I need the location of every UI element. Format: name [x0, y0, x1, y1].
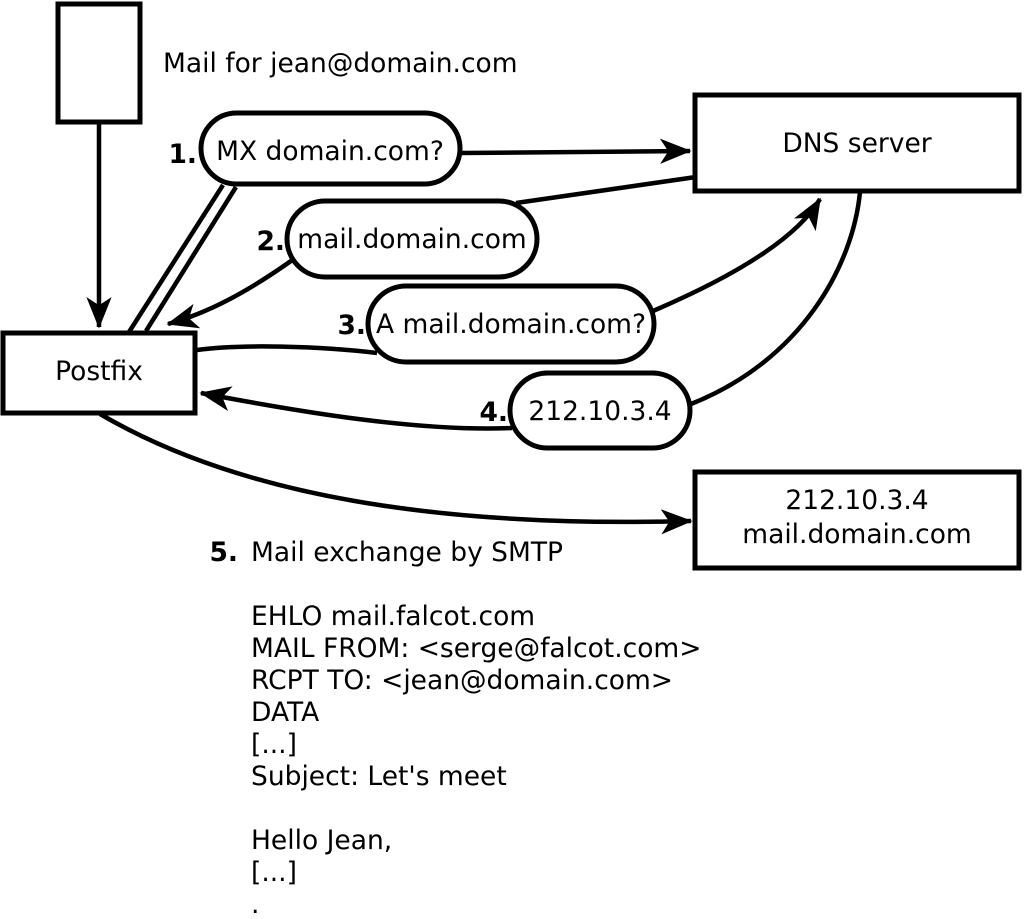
- smtp-session-line: .: [251, 889, 259, 919]
- step2-bubble: [284, 198, 540, 280]
- step4-label: 212.10.3.4: [528, 396, 671, 427]
- smtp-session-line: Hello Jean,: [251, 825, 392, 856]
- step2-label: mail.domain.com: [297, 224, 526, 255]
- smtp-session-line: EHLO mail.falcot.com: [251, 601, 535, 632]
- smtp-session-line: RCPT TO: <jean@domain.com>: [251, 665, 673, 696]
- smtp-session-line: [...]: [251, 729, 297, 760]
- bubble2-tail-to-dns: [515, 174, 697, 206]
- step1-bubble: [198, 110, 463, 187]
- step4-bubble: [507, 370, 693, 451]
- step3-number: 3.: [337, 310, 366, 341]
- step3-bubble: [365, 283, 657, 365]
- smtp-session-line: DATA: [251, 697, 319, 728]
- bubble3-tail-from-postfix: [196, 344, 378, 356]
- bubble1-tail-left: [127, 183, 225, 334]
- arrow-step1-to-dns: [460, 138, 692, 164]
- mail-for-label: Mail for jean@domain.com: [163, 48, 518, 79]
- dns-server-box: [692, 92, 1022, 194]
- dns-server-label: DNS server: [782, 128, 931, 159]
- arrow-step4-to-postfix: [199, 386, 513, 431]
- step2-number: 2.: [256, 226, 285, 257]
- step3-label: A mail.domain.com?: [376, 309, 646, 340]
- smtp-session-line: Subject: Let's meet: [251, 761, 507, 792]
- arrow-step2-to-postfix: [166, 254, 300, 329]
- step1-label: MX domain.com?: [216, 136, 444, 167]
- step5-number: 5.: [209, 537, 238, 568]
- mail-server-ip-label: 212.10.3.4: [785, 485, 928, 516]
- bubble1-tail-right: [144, 185, 238, 333]
- smtp-session-line: MAIL FROM: <serge@falcot.com>: [251, 633, 701, 664]
- step4-number: 4.: [479, 397, 508, 428]
- step1-number: 1.: [168, 139, 197, 170]
- arrow-smtp-to-mailserver: [98, 412, 693, 535]
- arrow-step3-to-dns: [652, 197, 822, 314]
- mail-server-hostname-label: mail.domain.com: [742, 519, 971, 550]
- bubble4-tail-from-dns: [690, 191, 863, 407]
- postfix-label: Postfix: [55, 356, 143, 387]
- smtp-session-line: [...]: [251, 857, 297, 888]
- step5-label: Mail exchange by SMTP: [251, 537, 563, 568]
- envelope-box: [55, 1, 143, 125]
- mail-server-box: [692, 469, 1022, 571]
- postfix-box: [0, 330, 198, 416]
